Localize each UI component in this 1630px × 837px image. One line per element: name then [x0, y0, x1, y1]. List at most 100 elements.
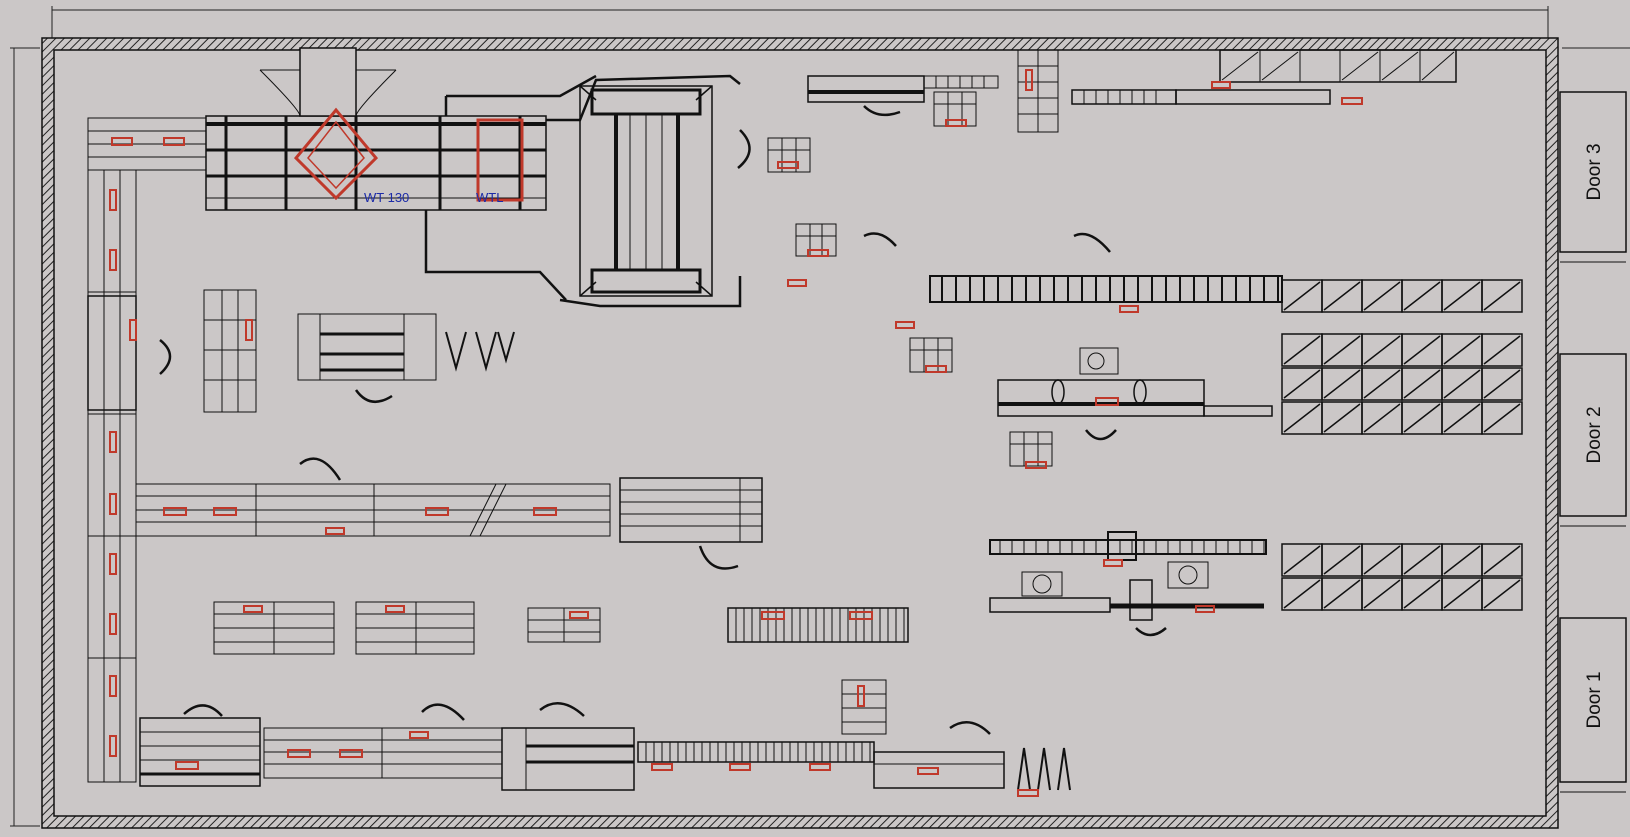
rack-diagonal	[1443, 579, 1481, 609]
rack-diagonal	[1283, 281, 1321, 311]
press-line[interactable]	[997, 347, 1273, 417]
rack-cell	[1481, 279, 1523, 313]
station-marker	[1025, 461, 1047, 469]
top-left-conveyor	[87, 117, 207, 171]
middle-conveyor-row	[135, 477, 763, 543]
doors: Door 3 Door 2 Door 1	[1559, 91, 1627, 793]
rack-diagonal	[1403, 545, 1441, 575]
station-marker	[109, 675, 117, 697]
station-marker	[287, 749, 311, 758]
station-marker	[163, 507, 187, 516]
rack-diagonal	[1363, 369, 1401, 399]
station-marker	[409, 731, 429, 739]
rack-diagonal	[1483, 335, 1521, 365]
station-markers	[109, 69, 1363, 797]
rack-diagonal	[1283, 545, 1321, 575]
rack-diagonal	[1443, 335, 1481, 365]
door-3[interactable]: Door 3	[1559, 91, 1627, 253]
work-tables	[213, 601, 909, 655]
station-marker	[109, 553, 117, 575]
rack-diagonal	[1283, 335, 1321, 365]
left-vertical-conveyor	[87, 169, 137, 783]
door-2-label: Door 2	[1584, 406, 1605, 463]
robot-arms	[159, 105, 1167, 735]
central-frame-machine[interactable]	[579, 85, 713, 297]
station-marker	[1017, 789, 1039, 797]
rack-diagonal	[1483, 403, 1521, 433]
rack-cell	[1481, 577, 1523, 611]
station-marker	[1341, 97, 1363, 105]
station-marker	[163, 137, 185, 146]
rack-diagonal	[1403, 281, 1441, 311]
rack-diagonal	[1483, 579, 1521, 609]
station-marker	[1195, 605, 1215, 613]
rack-diagonal	[1403, 369, 1441, 399]
dimension-lines	[10, 6, 1630, 827]
station-marker	[109, 493, 117, 515]
station-marker	[245, 319, 253, 341]
station-marker	[1095, 397, 1119, 406]
building-walls	[41, 37, 1559, 829]
door-3-label: Door 3	[1584, 143, 1605, 200]
rack-diagonal	[1403, 335, 1441, 365]
wt-machine-block[interactable]: WT 130 WTL	[205, 47, 547, 211]
rack-diagonal	[1403, 579, 1441, 609]
rack-diagonal	[1363, 403, 1401, 433]
station-marker	[777, 161, 799, 169]
station-marker	[857, 685, 865, 707]
station-marker	[243, 605, 263, 613]
rack-diagonal	[1323, 281, 1361, 311]
station-marker	[787, 279, 807, 287]
wt130-label: WT 130	[364, 190, 409, 205]
pipe-network	[424, 74, 742, 308]
station-marker	[111, 137, 133, 146]
station-marker	[213, 507, 237, 516]
rack-cell	[1481, 401, 1523, 435]
station-marker	[109, 735, 117, 757]
station-marker	[809, 763, 831, 771]
rack-diagonal	[1323, 403, 1361, 433]
station-marker	[729, 763, 751, 771]
rack-diagonal	[1443, 403, 1481, 433]
station-marker	[895, 321, 915, 329]
station-marker	[945, 119, 967, 127]
rack-diagonal	[1323, 545, 1361, 575]
rack-diagonal	[1483, 545, 1521, 575]
rack-diagonal	[1363, 335, 1401, 365]
station-marker	[385, 605, 405, 613]
station-marker	[325, 527, 345, 535]
door-1[interactable]: Door 1	[1559, 617, 1627, 783]
bottom-conveyor-line	[139, 331, 1071, 791]
station-marker	[849, 611, 873, 620]
rack-diagonal	[1323, 335, 1361, 365]
rack-diagonal	[1483, 369, 1521, 399]
station-marker	[425, 507, 449, 516]
rack-diagonal	[1283, 403, 1321, 433]
rack-diagonal	[1363, 281, 1401, 311]
rack-diagonal	[1283, 369, 1321, 399]
station-marker	[1119, 305, 1139, 313]
station-marker	[1103, 559, 1123, 567]
station-marker	[761, 611, 785, 620]
rack-diagonal	[1283, 579, 1321, 609]
right-storage-racks	[1281, 279, 1523, 611]
door-2[interactable]: Door 2	[1559, 353, 1627, 517]
rack-cell	[1481, 543, 1523, 577]
station-marker	[533, 507, 557, 516]
rack-diagonal	[1323, 579, 1361, 609]
station-marker	[109, 613, 117, 635]
station-marker	[129, 319, 137, 341]
station-marker	[109, 431, 117, 453]
station-marker	[569, 611, 589, 619]
door-1-label: Door 1	[1584, 671, 1605, 728]
rack-diagonal	[1443, 545, 1481, 575]
station-marker	[1025, 69, 1033, 91]
rack-diagonal	[1363, 545, 1401, 575]
wtl-label: WTL	[476, 190, 503, 205]
station-marker	[175, 761, 199, 770]
assembly-line-lower-right[interactable]	[989, 531, 1267, 621]
station-marker	[109, 249, 117, 271]
station-marker	[917, 767, 939, 775]
